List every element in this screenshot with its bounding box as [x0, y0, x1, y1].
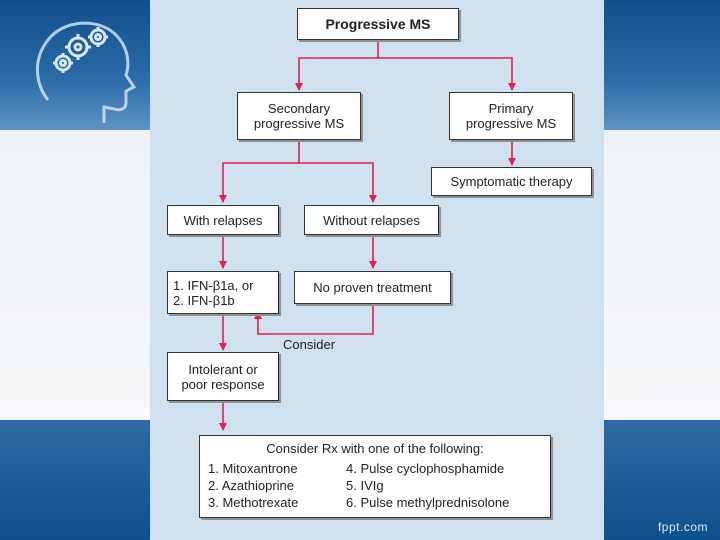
- rx-item: 5. IVIg: [346, 478, 384, 493]
- arrow-to-primary: [378, 57, 516, 91]
- rx-item: 3. Methotrexate: [208, 495, 299, 510]
- rx-title: Consider Rx with one of the following:: [266, 441, 484, 456]
- rx-item: 6. Pulse methylprednisolone: [346, 495, 510, 510]
- node-with-relapses: With relapses: [167, 205, 279, 235]
- rx-item: 4. Pulse cyclophosphamide: [346, 461, 505, 476]
- rx-item: 1. Mitoxantrone: [208, 461, 298, 476]
- node-without-relapses: Without relapses: [304, 205, 439, 235]
- connector-layer: [219, 40, 516, 431]
- node-symptomatic-therapy: Symptomatic therapy: [431, 167, 592, 196]
- rx-list-right: 4. Pulse cyclophosphamide 5. IVIg 6. Pul…: [346, 460, 509, 511]
- arrow-to-secondary: [295, 40, 379, 91]
- arrow-to-without-relapses: [299, 162, 377, 203]
- node-primary-progressive: Primary progressive MS: [449, 92, 573, 140]
- rx-item: 2. Azathioprine: [208, 478, 295, 493]
- node-no-proven-treatment: No proven treatment: [294, 271, 451, 304]
- watermark-text: fppt.com: [657, 520, 708, 534]
- consider-label: Consider: [283, 337, 336, 352]
- node-ifn-therapy: 1. IFN-β1a, or 2. IFN-β1b: [167, 271, 279, 314]
- node-secondary-progressive: Secondary progressive MS: [237, 92, 361, 140]
- node-consider-rx: Consider Rx with one of the following: 1…: [199, 435, 551, 518]
- arrow-consider: [254, 305, 374, 335]
- node-intolerant-poor-response: Intolerant or poor response: [167, 352, 279, 401]
- flowchart-panel: Progressive MS Secondary progressive MS …: [150, 0, 604, 540]
- arrow-to-with-relapses: [219, 141, 300, 203]
- node-progressive-ms: Progressive MS: [297, 8, 459, 40]
- rx-list-left: 1. Mitoxantrone 2. Azathioprine 3. Metho…: [208, 460, 298, 511]
- head-gears-icon: [35, 21, 137, 123]
